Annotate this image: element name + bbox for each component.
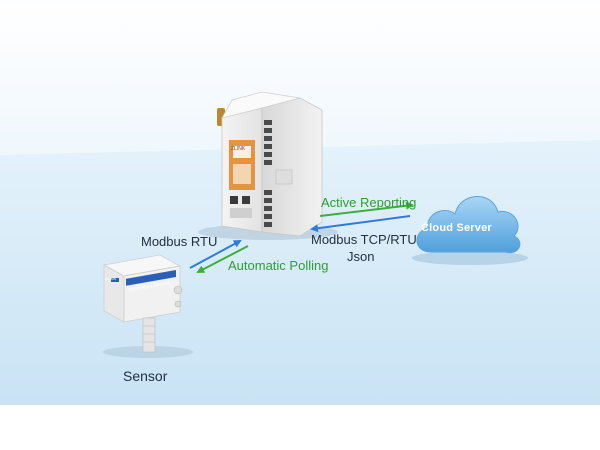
json-label: Json: [347, 249, 375, 264]
sensor-brand-label: ZLINK: [105, 276, 117, 281]
temp-hum-sensor-device: [102, 254, 193, 358]
modbus-tcp-rtu-label: Modbus TCP/RTU: [311, 232, 417, 247]
cloud-server-icon: [412, 196, 528, 265]
sensor-probe: [142, 317, 156, 353]
sensor-model-badge: [126, 269, 176, 286]
gateway-brand-label: ZLINK: [231, 146, 246, 152]
modbus-rtu-arrow: [189, 240, 242, 269]
bottom-band: [0, 405, 600, 450]
active-reporting-label: Active Reporting: [321, 195, 417, 210]
gateway-device: [198, 91, 338, 240]
sensor-label: Sensor: [123, 368, 168, 384]
active-reporting-arrow: [319, 201, 414, 217]
modbus-rtu-label: Modbus RTU: [141, 234, 218, 249]
sensor-brand-badge: [111, 278, 119, 282]
cloud-server-label: Cloud Server: [421, 222, 492, 234]
modbus-tcp-arrow: [310, 215, 411, 233]
automatic-polling-arrow: [196, 245, 249, 273]
automatic-polling-label: Automatic Polling: [228, 258, 329, 273]
